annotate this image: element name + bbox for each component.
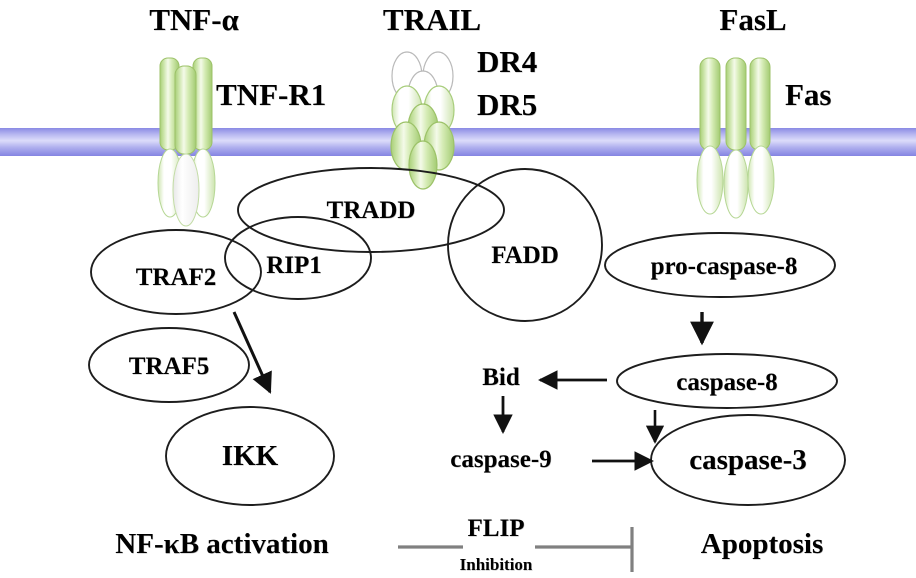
node-rip1 xyxy=(224,216,372,300)
receptor-label-dr5: DR5 xyxy=(477,87,538,122)
node-label-pro-caspase-8: pro-caspase-8 xyxy=(650,253,798,280)
node-label-tradd: TRADD xyxy=(326,197,416,224)
receptor-label-fas: Fas xyxy=(785,77,832,112)
receptor-label-dr4: DR4 xyxy=(477,44,538,79)
node-label-traf2: TRAF2 xyxy=(135,264,217,291)
outcome-label-apoptosis: Apoptosis xyxy=(700,528,824,560)
ligand-label-tnf-alpha: TNF-α xyxy=(149,2,239,37)
node-traf2 xyxy=(90,229,262,315)
node-fadd xyxy=(447,168,603,322)
outcome-label-nf-kb-activation: NF-κB activation xyxy=(115,528,329,560)
plasma-membrane xyxy=(0,128,916,156)
receptor-dr4-dr5 xyxy=(390,51,455,190)
label-flip: FLIP xyxy=(467,515,525,542)
node-label-caspase-8: caspase-8 xyxy=(676,369,778,396)
node-label-caspase-9: caspase-9 xyxy=(450,446,552,473)
node-label-caspase-3: caspase-3 xyxy=(689,444,807,476)
receptor-label-tnf-r1: TNF-R1 xyxy=(216,77,327,112)
node-traf5 xyxy=(88,327,250,403)
receptor-tnf-r1 xyxy=(157,57,216,227)
node-label-traf5: TRAF5 xyxy=(128,353,210,380)
node-ikk xyxy=(165,406,335,506)
node-label-bid: Bid xyxy=(482,364,520,391)
ligand-label-trail: TRAIL xyxy=(382,2,482,37)
label-inhibition: Inhibition xyxy=(459,555,533,574)
node-caspase-8 xyxy=(616,353,838,409)
node-label-ikk: IKK xyxy=(221,440,279,472)
node-pro-caspase-8 xyxy=(604,232,836,298)
node-label-fadd: FADD xyxy=(491,242,559,269)
receptor-fas xyxy=(696,57,775,219)
flip-inhibition-bar xyxy=(398,527,634,572)
arrow-traf2-to-ikk xyxy=(232,311,272,394)
node-label-rip1: RIP1 xyxy=(266,252,322,279)
ligand-label-fasl: FasL xyxy=(719,2,787,37)
